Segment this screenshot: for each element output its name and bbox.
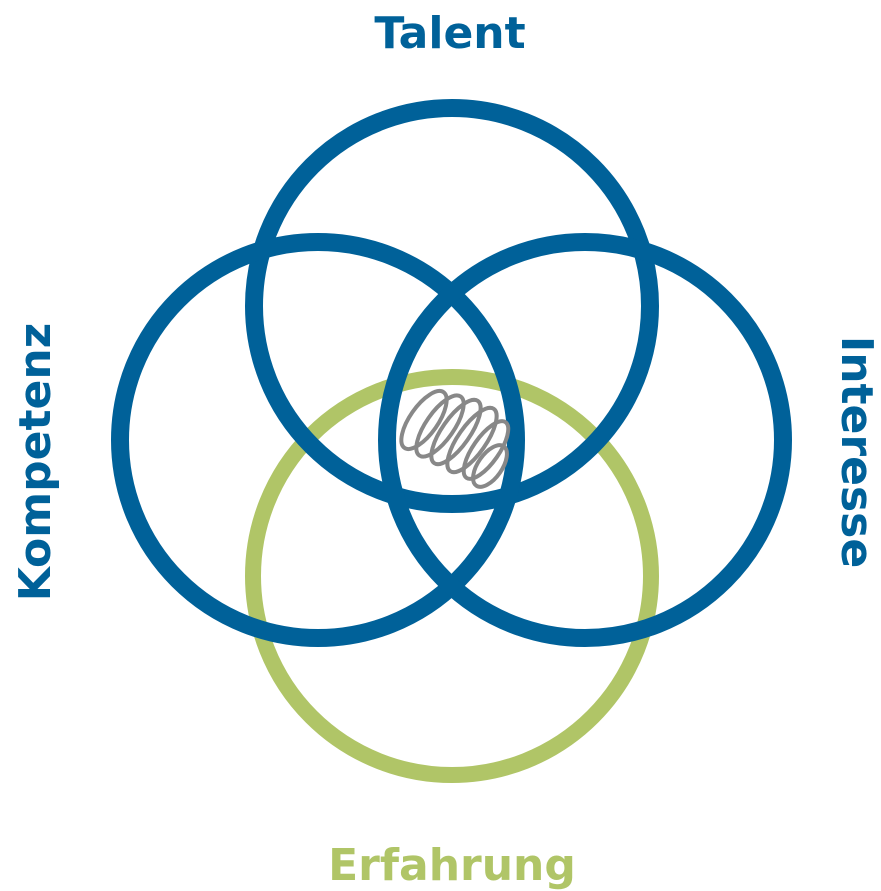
label-interesse: Interesse [831, 336, 881, 568]
circle-interesse [378, 233, 792, 647]
label-erfahrung: Erfahrung [328, 840, 576, 891]
circle-kompetenz [111, 233, 525, 647]
label-talent: Talent [374, 8, 525, 59]
center-scribble [399, 389, 511, 489]
circle-talent [245, 99, 659, 513]
label-kompetenz: Kompetenz [10, 323, 61, 602]
circle-erfahrung [245, 369, 659, 783]
